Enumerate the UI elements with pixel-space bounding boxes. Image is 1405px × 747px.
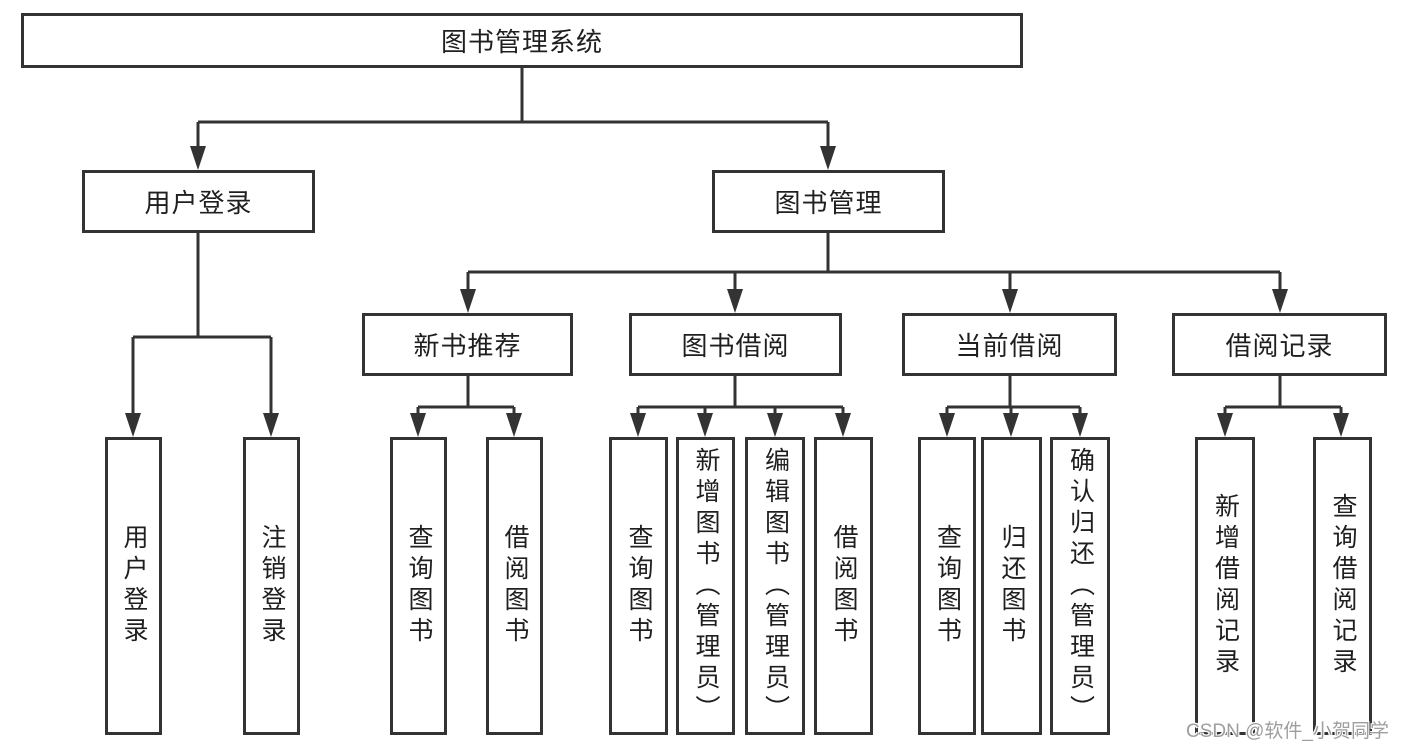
leaf-query-borrow-record-label: 查询借阅记录 [1329,493,1357,679]
node-user-login: 用户登录 [82,170,315,233]
connector-elbows [131,68,1343,416]
leaf-return-book: 归还图书 [981,437,1042,735]
leaf-logout-login-label: 注销登录 [258,524,286,648]
node-root: 图书管理系统 [21,13,1023,68]
node-root-label: 图书管理系统 [440,27,603,57]
node-current-borrow: 当前借阅 [902,313,1117,376]
leaf-borrow-book-borrow-label: 借阅图书 [830,524,858,648]
leaf-query-book-current: 查询图书 [918,437,976,735]
leaf-add-book-admin-label: 新增图书（管理员） [692,446,720,726]
leaf-edit-book-admin-label: 编辑图书（管理员） [761,446,790,726]
node-borrow-record: 借阅记录 [1172,313,1387,376]
node-book-management: 图书管理 [712,170,945,233]
leaf-add-book-admin: 新增图书（管理员） [676,437,735,735]
node-borrow-record-label: 借阅记录 [1225,331,1334,361]
leaf-query-book-recommend: 查询图书 [390,437,447,735]
node-book-borrow-label: 图书借阅 [681,331,790,361]
arrowhead-icons [125,146,1349,437]
node-book-borrow: 图书借阅 [629,313,842,376]
leaf-borrow-book-recommend: 借阅图书 [486,437,543,735]
leaf-return-book-label: 归还图书 [998,524,1026,648]
leaf-confirm-return-admin-label: 确认归还（管理员） [1066,446,1095,726]
leaf-borrow-book-recommend-label: 借阅图书 [501,524,529,648]
node-user-login-label: 用户登录 [144,188,253,218]
leaf-query-book-borrow-label: 查询图书 [625,524,653,648]
leaf-user-login-label: 用户登录 [120,524,148,648]
leaf-query-book-recommend-label: 查询图书 [405,524,433,648]
node-new-book-recommend-label: 新书推荐 [413,331,522,361]
leaf-confirm-return-admin: 确认归还（管理员） [1050,437,1110,735]
leaf-query-borrow-record: 查询借阅记录 [1313,437,1372,735]
node-current-borrow-label: 当前借阅 [955,331,1064,361]
leaf-add-borrow-record-label: 新增借阅记录 [1211,493,1240,679]
node-new-book-recommend: 新书推荐 [362,313,573,376]
leaf-query-book-current-label: 查询图书 [933,524,962,648]
leaf-user-login: 用户登录 [105,437,162,735]
leaf-edit-book-admin: 编辑图书（管理员） [745,437,805,735]
leaf-logout-login: 注销登录 [243,437,300,735]
leaf-query-book-borrow: 查询图书 [609,437,668,735]
leaf-add-borrow-record: 新增借阅记录 [1195,437,1255,735]
csdn-watermark: CSDN @软件_小贺同学 [1186,721,1389,742]
node-book-management-label: 图书管理 [774,188,883,218]
leaf-borrow-book-borrow: 借阅图书 [814,437,873,735]
